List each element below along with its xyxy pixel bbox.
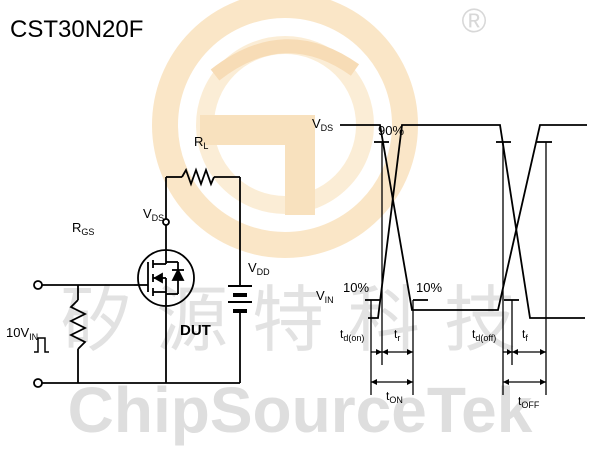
vdd-battery-icon	[228, 285, 252, 313]
timing-arrowheads	[371, 349, 546, 385]
input-terminal-bottom	[33, 378, 43, 388]
watermark-latin: ChipSourceTek	[68, 374, 533, 446]
test-circuit	[33, 167, 252, 388]
vin-waveform-label: VIN	[316, 288, 334, 305]
part-number-title: CST30N20F	[10, 16, 143, 43]
label-10-percent-left: 10%	[343, 280, 369, 295]
vds-waveform	[340, 124, 587, 311]
td-off-label: td(off)	[472, 327, 496, 343]
label-90-percent: 90%	[378, 123, 404, 138]
dut-label: DUT	[180, 322, 211, 339]
tf-label: tf	[522, 327, 528, 343]
label-10-percent-right: 10%	[416, 280, 442, 295]
vin-waveform	[368, 124, 585, 319]
tr-label: tr	[394, 327, 400, 343]
ton-label: tON	[386, 389, 403, 405]
vds-circuit-label: VDS	[143, 206, 164, 223]
watermark-chinese: 矽源特科技	[60, 278, 540, 362]
input-voltage-label: 10VIN	[6, 325, 38, 342]
rl-resistor	[181, 167, 215, 187]
rgs-resistor	[68, 299, 88, 350]
input-terminal-top	[33, 280, 43, 290]
vds-waveform-label: VDS	[312, 116, 333, 133]
td-on-label: td(on)	[340, 327, 364, 343]
rl-label: RL	[194, 134, 208, 151]
switching-waveform	[340, 124, 587, 395]
input-pulse-icon	[34, 337, 49, 353]
toff-label: tOFF	[518, 394, 540, 410]
rgs-label: RGS	[72, 220, 94, 237]
body-diode-icon	[171, 267, 185, 281]
registered-mark: ®	[461, 2, 486, 40]
vdd-label: VDD	[248, 260, 270, 277]
